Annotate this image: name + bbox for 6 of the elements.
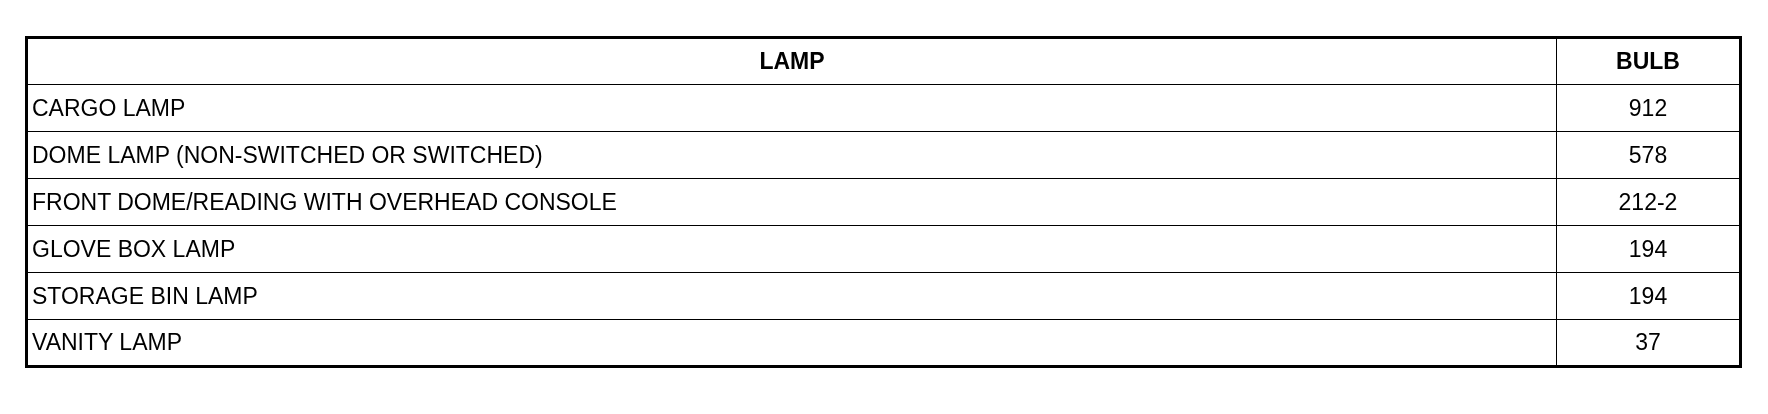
- lamp-name: DOME LAMP (NON-SWITCHED OR SWITCHED): [26, 131, 1557, 179]
- lamp-name: FRONT DOME/READING WITH OVERHEAD CONSOLE: [26, 178, 1557, 226]
- lamp-name: CARGO LAMP: [26, 84, 1557, 132]
- lamp-name: STORAGE BIN LAMP: [26, 272, 1557, 320]
- column-header: LAMP: [26, 37, 1557, 85]
- lamp-name: GLOVE BOX LAMP: [26, 225, 1557, 273]
